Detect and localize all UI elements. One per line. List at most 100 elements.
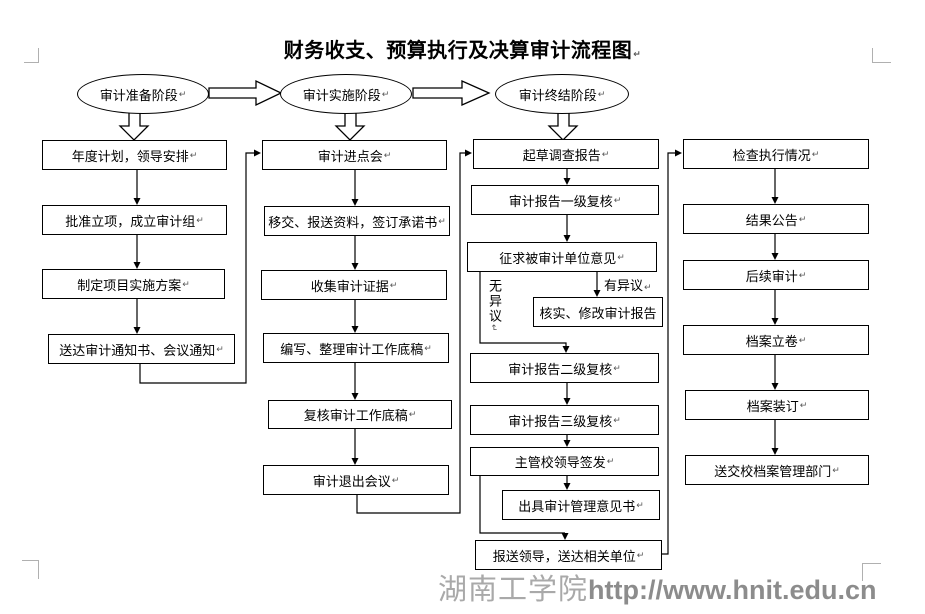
node-label: 复核审计工作底稿 bbox=[303, 408, 408, 423]
node-label: 制定项目实施方案 bbox=[77, 277, 182, 293]
page-title: 财务收支、预算执行及决算审计流程图↵ bbox=[0, 34, 925, 63]
node-label: 年度计划，领导安排 bbox=[71, 148, 189, 164]
node-label: 报送领导，送达相关单位 bbox=[492, 548, 636, 564]
node-label: 出具审计管理意见书 bbox=[518, 498, 636, 514]
return-mark-icon: ↵ bbox=[438, 215, 446, 226]
node-archive-binding: 档案装订↵ bbox=[685, 390, 869, 420]
node-review-workpapers: 复核审计工作底稿↵ bbox=[268, 400, 452, 429]
node-label: 移交、报送资料，签订承诺书 bbox=[268, 214, 438, 230]
block-arrow-down-2-icon bbox=[334, 111, 366, 141]
node-collect-evidence: 收集审计证据↵ bbox=[261, 270, 447, 300]
return-mark-icon: ↵ bbox=[383, 149, 392, 160]
return-mark-icon: ↵ bbox=[613, 414, 621, 425]
node-label: 核实、修改审计报告 bbox=[539, 305, 657, 321]
node-followup-audit: 后续审计↵ bbox=[683, 260, 869, 290]
branch-label-text: 无异议 bbox=[487, 279, 502, 324]
flow-lines bbox=[136, 152, 776, 555]
watermark: 湖南工学院http://www.hnit.edu.cn bbox=[438, 566, 876, 608]
branch-label-no-objection: 无异议↵ bbox=[485, 279, 504, 334]
node-label: 起草调查报告 bbox=[522, 147, 601, 163]
node-label: 档案立卷 bbox=[745, 333, 798, 349]
block-arrow-right-1-icon bbox=[208, 79, 283, 107]
branch-label-objection: 有异议↵ bbox=[604, 275, 652, 294]
return-mark-icon: ↵ bbox=[636, 549, 645, 560]
return-mark-icon: ↵ bbox=[633, 49, 642, 59]
stage-prepare-ellipse: 审计准备阶段↵ bbox=[77, 74, 209, 114]
node-label: 收集审计证据 bbox=[310, 278, 389, 294]
watermark-url: http://www.hnit.edu.cn bbox=[588, 575, 877, 605]
node-first-review: 审计报告一级复核↵ bbox=[471, 185, 659, 215]
node-archive-filing: 档案立卷↵ bbox=[683, 325, 869, 355]
node-prepare-workpapers: 编写、整理审计工作底稿↵ bbox=[263, 333, 449, 363]
node-management-opinion: 出具审计管理意见书↵ bbox=[502, 490, 660, 520]
node-label: 送达审计通知书、会议通知 bbox=[59, 342, 216, 358]
node-third-review: 审计报告三级复核↵ bbox=[470, 405, 659, 435]
return-mark-icon: ↵ bbox=[216, 343, 224, 354]
return-mark-icon: ↵ bbox=[189, 149, 198, 160]
return-mark-icon: ↵ bbox=[613, 194, 622, 205]
node-annual-plan: 年度计划，领导安排↵ bbox=[42, 140, 227, 170]
crop-mark-bottom-left bbox=[22, 560, 39, 579]
return-mark-icon: ↵ bbox=[644, 282, 652, 292]
node-handover-materials: 移交、报送资料，签订承诺书↵ bbox=[264, 206, 450, 236]
node-draft-report: 起草调查报告↵ bbox=[473, 139, 659, 169]
node-label: 审计退出会议 bbox=[312, 473, 391, 489]
return-mark-icon: ↵ bbox=[617, 251, 625, 262]
node-label: 送交校档案管理部门 bbox=[714, 463, 832, 479]
stage-label: 审计准备阶段 bbox=[99, 87, 178, 103]
page-title-text: 财务收支、预算执行及决算审计流程图 bbox=[283, 40, 633, 62]
return-mark-icon: ↵ bbox=[389, 279, 398, 290]
node-label: 主管校领导签发 bbox=[514, 455, 606, 470]
node-label: 审计进点会 bbox=[317, 148, 383, 164]
return-mark-icon: ↵ bbox=[196, 214, 204, 225]
crop-mark-top-right bbox=[872, 48, 891, 63]
node-implementation-plan: 制定项目实施方案↵ bbox=[42, 269, 225, 299]
return-mark-icon: ↵ bbox=[182, 278, 190, 289]
block-arrow-down-3-icon bbox=[547, 111, 579, 141]
return-mark-icon: ↵ bbox=[798, 269, 807, 280]
block-arrow-down-1-icon bbox=[118, 111, 150, 141]
return-mark-icon: ↵ bbox=[381, 88, 390, 99]
return-mark-icon: ↵ bbox=[636, 499, 644, 510]
node-project-approval: 批准立项，成立审计组↵ bbox=[42, 205, 227, 235]
return-mark-icon: ↵ bbox=[601, 148, 610, 159]
watermark-site-name: 湖南工学院 bbox=[438, 574, 589, 606]
return-mark-icon: ↵ bbox=[606, 456, 615, 466]
node-result-announcement: 结果公告↵ bbox=[683, 204, 869, 234]
node-label: 档案装订 bbox=[746, 398, 799, 414]
node-label: 批准立项，成立审计组 bbox=[65, 213, 196, 229]
node-label: 征求被审计单位意见 bbox=[499, 250, 617, 266]
crop-mark-top-left bbox=[24, 48, 39, 63]
crop-mark-bottom-right bbox=[862, 563, 881, 581]
return-mark-icon: ↵ bbox=[597, 88, 606, 99]
arrow-heads bbox=[133, 149, 779, 540]
node-label: 审计报告二级复核 bbox=[508, 361, 613, 377]
node-label: 编写、整理审计工作底稿 bbox=[280, 341, 424, 357]
node-archive-transfer: 送交校档案管理部门↵ bbox=[685, 455, 869, 485]
stage-label: 审计终结阶段 bbox=[518, 87, 597, 103]
node-entry-meeting: 审计进点会↵ bbox=[262, 140, 447, 170]
return-mark-icon: ↵ bbox=[178, 88, 187, 99]
node-label: 审计报告三级复核 bbox=[508, 413, 613, 429]
return-mark-icon: ↵ bbox=[408, 409, 417, 419]
node-exit-meeting: 审计退出会议↵ bbox=[263, 465, 449, 495]
node-report-delivery: 报送领导，送达相关单位↵ bbox=[475, 540, 662, 570]
return-mark-icon: ↵ bbox=[391, 474, 400, 485]
branch-label-text: 有异议 bbox=[604, 278, 644, 293]
return-mark-icon: ↵ bbox=[424, 342, 432, 353]
stage-label: 审计实施阶段 bbox=[302, 87, 381, 103]
node-leader-signoff: 主管校领导签发↵ bbox=[470, 447, 659, 476]
node-label: 结果公告 bbox=[745, 212, 798, 228]
return-mark-icon: ↵ bbox=[799, 399, 808, 410]
return-mark-icon: ↵ bbox=[798, 213, 807, 224]
return-mark-icon: ↵ bbox=[798, 334, 807, 345]
node-verify-revise-report: 核实、修改审计报告 bbox=[533, 297, 663, 327]
node-label: 检查执行情况 bbox=[732, 147, 811, 163]
node-audit-notice: 送达审计通知书、会议通知↵ bbox=[48, 334, 235, 364]
return-mark-icon: ↵ bbox=[811, 148, 820, 159]
node-second-review: 审计报告二级复核↵ bbox=[470, 353, 659, 383]
stage-conclude-ellipse: 审计终结阶段↵ bbox=[495, 74, 629, 114]
return-mark-icon: ↵ bbox=[489, 324, 499, 334]
node-solicit-opinions: 征求被审计单位意见↵ bbox=[467, 242, 657, 272]
